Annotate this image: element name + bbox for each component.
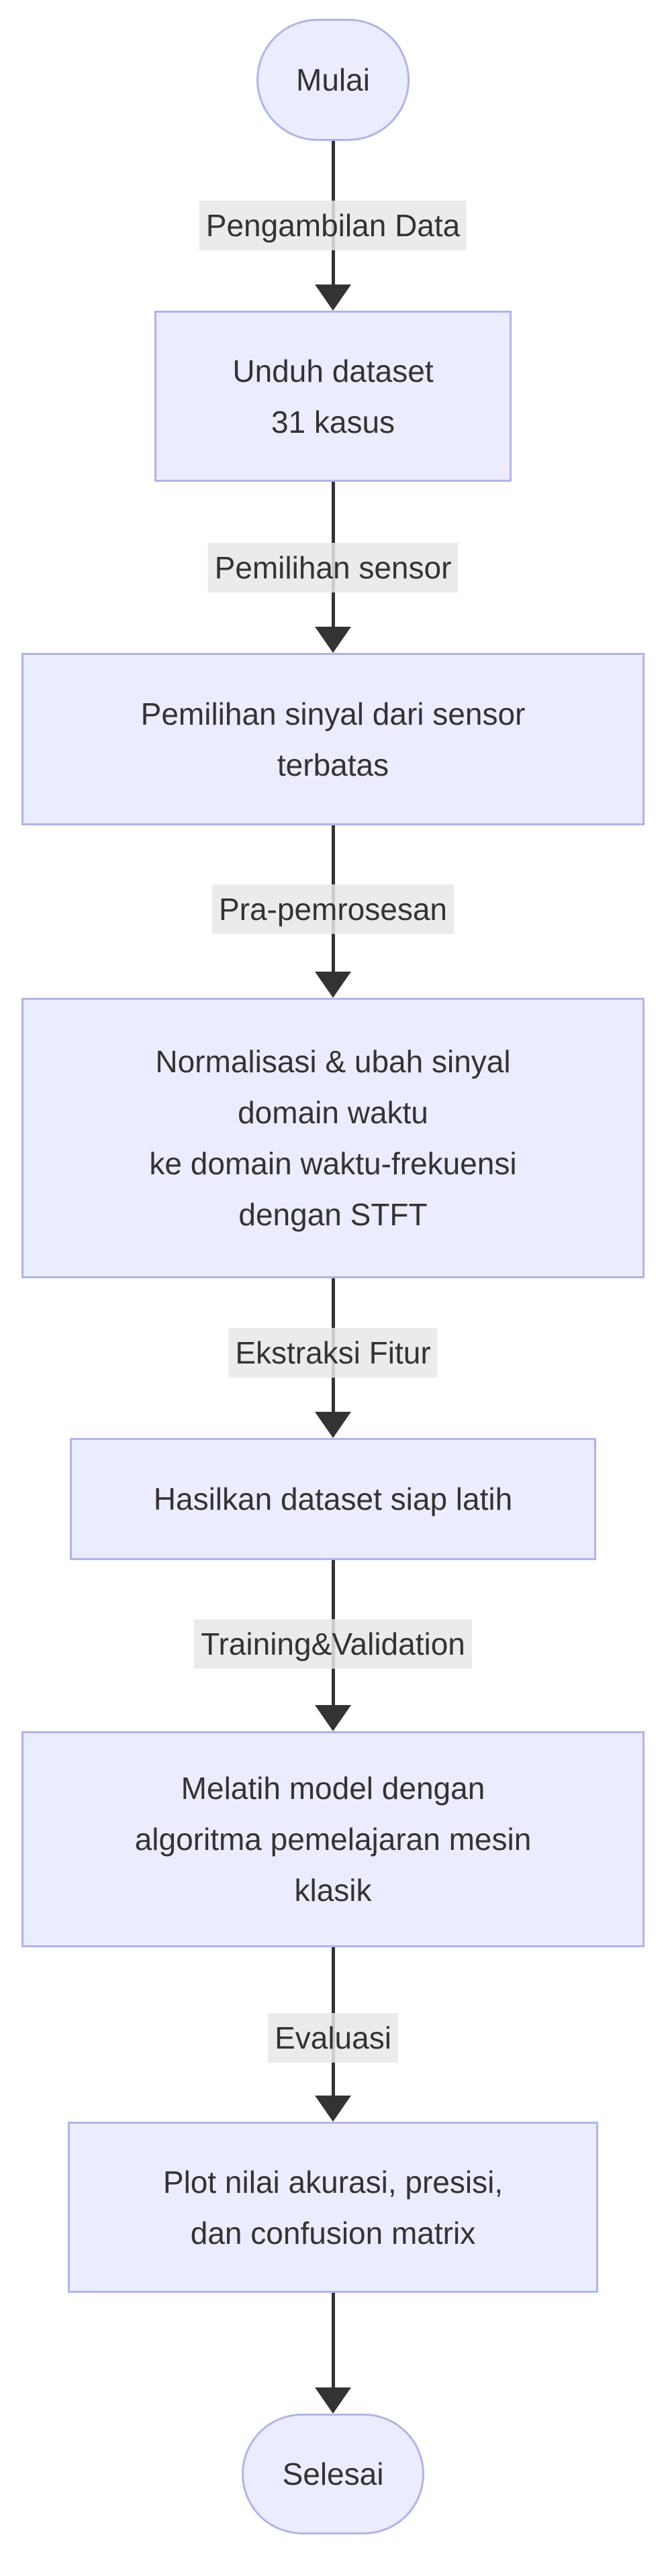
node-label: domain waktu [238,1095,428,1130]
node-label: dan confusion matrix [190,2215,476,2251]
node-label: Unduh dataset [232,353,434,389]
node-plot-hasil: Plot nilai akurasi, presisi, dan confusi… [68,2122,598,2293]
edge-label-training-validation: Training&Validation [194,1619,472,1669]
arrowhead-icon [315,1412,351,1438]
node-label: Plot nilai akurasi, presisi, [162,2164,504,2200]
arrowhead-icon [315,972,351,998]
node-hasilkan-dataset: Hasilkan dataset siap latih [70,1438,596,1560]
node-label: 31 kasus [271,404,395,440]
node-label: Selesai [282,2457,384,2491]
node-selesai: Selesai [242,2414,424,2534]
edge-line [332,2293,335,2388]
arrowhead-icon [315,627,351,653]
node-label: algoritma pemelajaran mesin [134,1822,532,1857]
node-pemilihan-sinyal: Pemilihan sinyal dari sensor terbatas [21,653,645,825]
node-mulai: Mulai [256,19,410,141]
node-label: ke domain waktu-frekuensi [149,1146,517,1181]
node-label: dengan STFT [238,1197,428,1232]
arrowhead-icon [315,2096,351,2122]
node-label: Melatih model dengan [181,1771,485,1806]
node-normalisasi-stft: Normalisasi & ubah sinyal domain waktu k… [21,998,645,1278]
node-label: Hasilkan dataset siap latih [153,1482,513,1516]
node-melatih-model: Melatih model dengan algoritma pemelajar… [21,1731,645,1947]
arrowhead-icon [315,285,351,311]
edge-label-pra-pemrosesan: Pra-pemrosesan [211,884,455,934]
node-unduh-dataset: Unduh dataset 31 kasus [154,311,512,482]
edge-label-pengambilan-data: Pengambilan Data [199,201,467,250]
node-label: klasik [294,1873,372,1908]
edge-label-evaluasi: Evaluasi [268,2013,398,2063]
node-label: Mulai [296,62,370,97]
arrowhead-icon [315,1705,351,1731]
node-label: Pemilihan sinyal dari sensor [140,696,526,731]
arrowhead-icon [315,2387,351,2414]
node-label: Normalisasi & ubah sinyal [155,1044,511,1079]
node-label: terbatas [277,747,389,782]
edge-label-pemilihan-sensor: Pemilihan sensor [207,543,459,593]
edge-label-ekstraksi-fitur: Ekstraksi Fitur [228,1328,438,1378]
